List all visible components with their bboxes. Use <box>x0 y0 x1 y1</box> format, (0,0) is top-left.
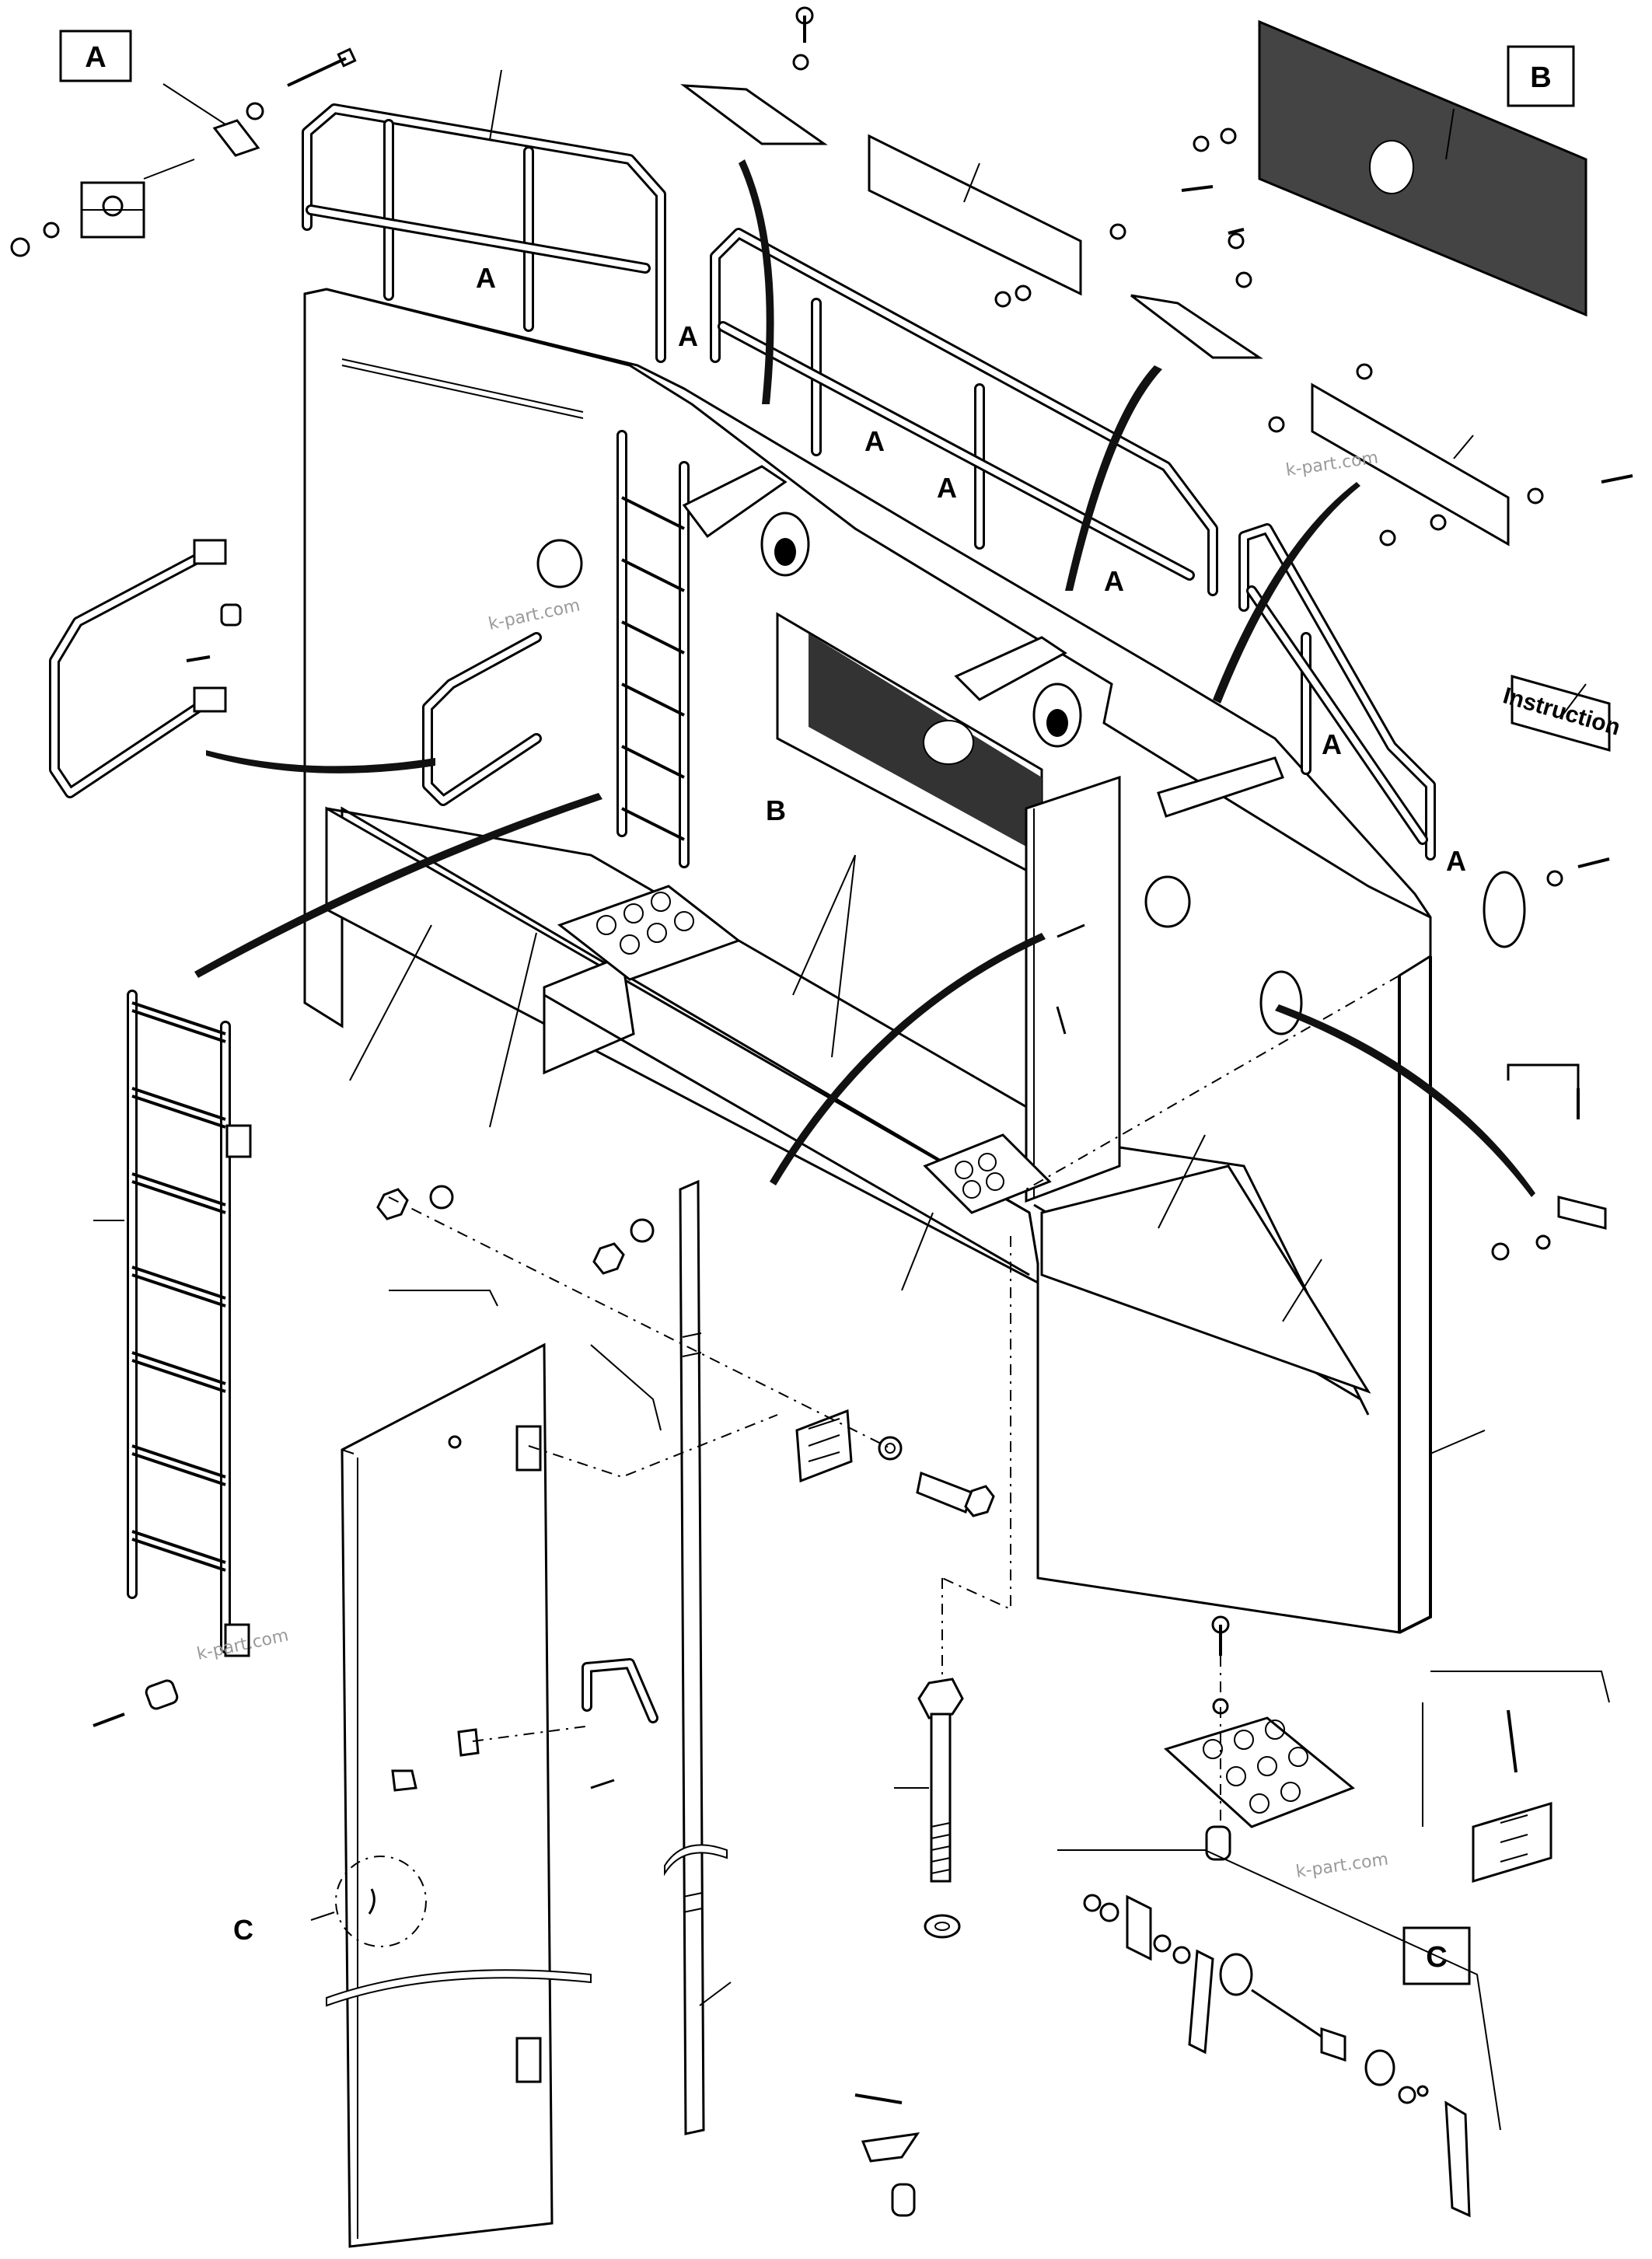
support-strut <box>1157 756 1284 818</box>
ladder-fasteners <box>93 1679 179 1727</box>
callout-a-1: A <box>476 262 496 294</box>
callout-labels: A A A A A A A B C <box>233 262 1466 1946</box>
main-housing <box>303 288 1432 1634</box>
hinge-washers <box>376 1185 903 1461</box>
handrail-spacer <box>186 603 242 662</box>
right-pin <box>1491 857 1610 1261</box>
callout-a-5: A <box>1104 565 1124 597</box>
detail-b-bar-upper <box>868 134 1082 296</box>
callout-c: C <box>233 1914 253 1946</box>
spare-step-plate <box>1164 1615 1355 1861</box>
callout-a-7: A <box>1446 845 1466 877</box>
upper-guardrail-right <box>710 228 1218 596</box>
door-hinge <box>795 1409 853 1483</box>
detail-a-bolt <box>287 47 357 87</box>
detail-a-plate <box>212 119 260 157</box>
callout-a-6: A <box>1322 728 1342 760</box>
hinge-bolt <box>916 1471 995 1517</box>
detail-a-clamp-block <box>80 181 145 239</box>
watermark-4: k-part.com <box>1294 1850 1389 1882</box>
bottom-bolt-stack <box>854 2093 920 2217</box>
instruction-sign: Instruction <box>1500 675 1623 752</box>
long-bolt <box>917 1678 964 1939</box>
detail-c-hinge <box>1472 1709 1552 1884</box>
mount-bracket-left <box>682 465 810 577</box>
side-door-panel <box>1025 775 1121 1203</box>
detail-b-clip-top <box>680 84 1263 359</box>
detail-box-b-label: B <box>1530 61 1551 94</box>
leader-lines <box>93 69 1610 2131</box>
callout-a-4: A <box>937 472 957 504</box>
assembly-arrows <box>194 159 1535 1197</box>
right-cover-disc <box>1483 871 1526 948</box>
detail-c-latch <box>1083 1894 1471 2218</box>
loose-handrail-left <box>49 539 227 798</box>
detail-box-a: A <box>59 30 132 82</box>
step-plate-lower <box>923 1133 1052 1214</box>
callout-a-3: A <box>864 425 885 457</box>
callout-b: B <box>766 794 786 826</box>
seal-strip <box>664 1179 728 2135</box>
detail-b-bar-right <box>1311 382 1510 546</box>
fixed-ladder <box>616 430 690 868</box>
assembly-lines <box>143 83 1400 1827</box>
detail-a-nut <box>10 102 264 257</box>
step-plate-upper <box>557 885 742 981</box>
handrail-on-housing <box>422 632 542 806</box>
radiator-grille <box>776 612 1043 881</box>
mount-bracket-right <box>954 636 1082 748</box>
watermark-2: k-part.com <box>1284 449 1379 480</box>
callout-a-2: A <box>678 320 698 352</box>
upper-guardrail-left <box>302 103 666 363</box>
detail-box-c-label: C <box>1426 1941 1447 1974</box>
detail-b-screen <box>1258 19 1587 317</box>
stair-guardrail-right <box>1238 523 1436 861</box>
detail-box-a-label: A <box>85 41 106 74</box>
detail-b-bolts <box>792 6 1633 546</box>
detail-box-c: C <box>1402 1926 1471 1985</box>
access-door <box>326 1342 592 2248</box>
loose-ladder <box>127 990 252 1657</box>
door-handle <box>582 1658 658 1789</box>
detail-box-b: B <box>1507 45 1575 107</box>
